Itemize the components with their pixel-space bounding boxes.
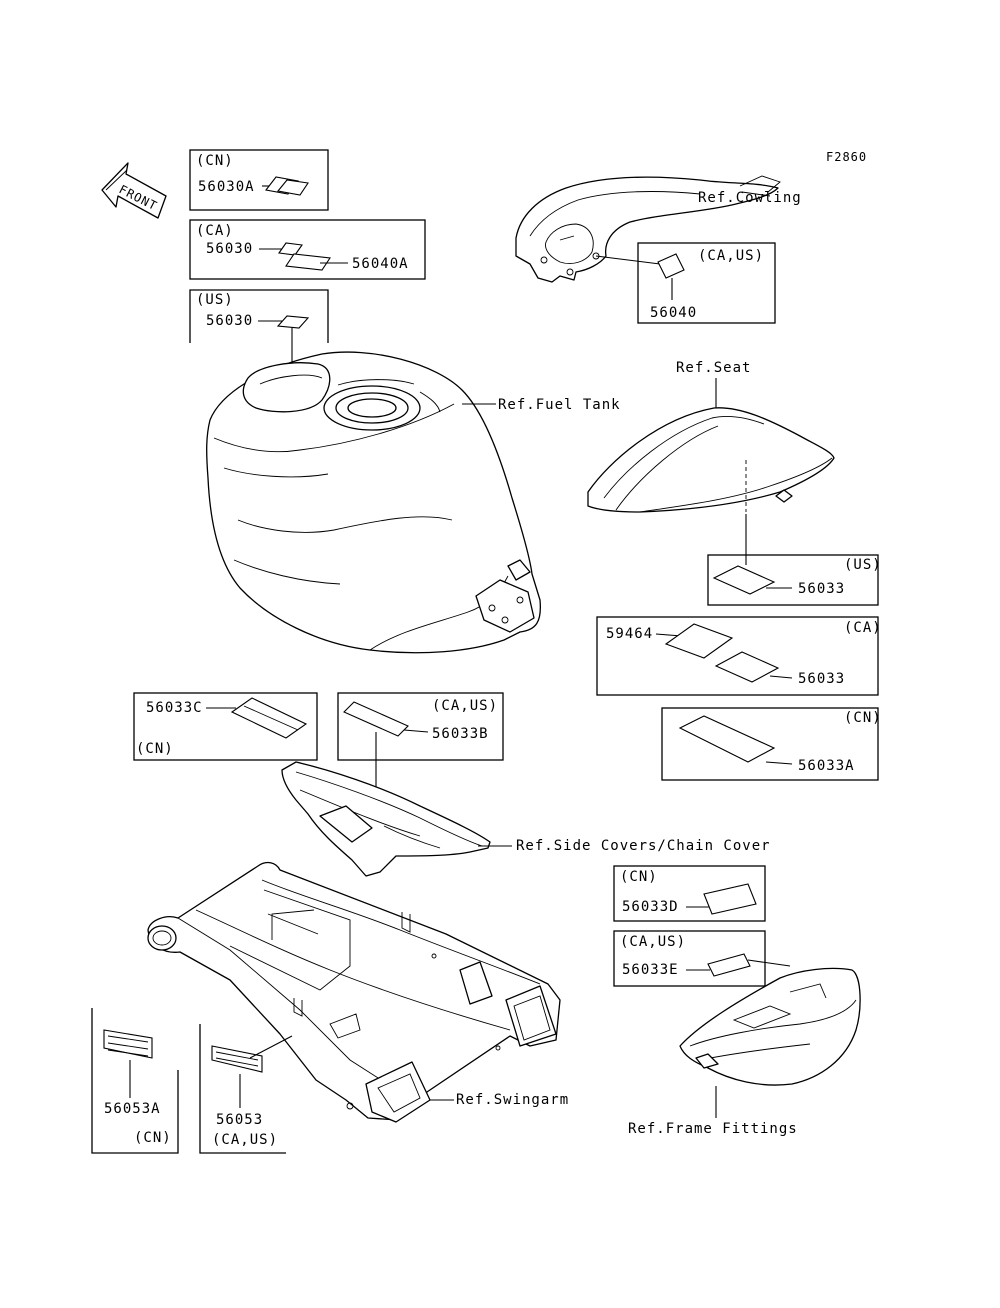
- part-number: 59464: [606, 626, 653, 642]
- callout-caus-56040: (CA,US) 56040: [637, 242, 776, 324]
- part-number: 56040: [650, 305, 697, 321]
- region-label: (CA,US): [620, 934, 686, 950]
- part-number: 56053: [216, 1112, 263, 1128]
- callout-seat-us: (US) 56033: [707, 554, 882, 606]
- ref-seat: Ref.Seat: [676, 360, 751, 376]
- region-label: (CA): [196, 223, 234, 239]
- callout-ca-56030: (CA) 56030 56040A: [189, 219, 426, 280]
- figure-code: F2860: [826, 150, 867, 164]
- part-number: 56030A: [198, 179, 255, 195]
- region-label: (US): [844, 557, 882, 573]
- ref-swingarm: Ref.Swingarm: [456, 1092, 569, 1108]
- callout-seat-cn: (CN) 56033A: [661, 707, 882, 781]
- front-arrow-icon: FRONT: [101, 162, 167, 219]
- region-label: (CN): [196, 153, 234, 169]
- side-cover: [281, 761, 491, 877]
- swingarm: [147, 861, 561, 1123]
- part-number: 56053A: [104, 1101, 161, 1117]
- part-number: 56030: [206, 313, 253, 329]
- part-number: 56033D: [622, 899, 679, 915]
- region-label: (CA): [844, 620, 882, 636]
- region-label: (CN): [134, 1130, 172, 1146]
- ref-side-covers: Ref.Side Covers/Chain Cover: [516, 838, 771, 854]
- part-number: 56033: [798, 671, 845, 687]
- part-number: 56033C: [146, 700, 203, 716]
- part-number: 56033E: [622, 962, 679, 978]
- part-number: 56033A: [798, 758, 855, 774]
- cowling: [515, 175, 781, 283]
- seat: [587, 407, 835, 513]
- callout-cover-cn: 56033C (CN): [133, 692, 318, 761]
- frame-fittings: [679, 967, 861, 1086]
- region-label: (CN): [620, 869, 658, 885]
- callout-cn-56030a: (CN) 56030A: [189, 149, 329, 211]
- region-label: (CA,US): [698, 248, 764, 264]
- callout-frame-caus: (CA,US) 56033E: [613, 930, 791, 987]
- callout-swing-caus: 56053 (CA,US): [199, 1024, 293, 1154]
- ref-fuel-tank: Ref.Fuel Tank: [498, 397, 621, 413]
- region-label: (CN): [136, 741, 174, 757]
- region-label: (CN): [844, 710, 882, 726]
- callout-seat-ca: (CA) 59464 56033: [596, 616, 882, 696]
- callout-frame-cn: (CN) 56033D: [613, 865, 766, 922]
- part-number: 56033B: [432, 726, 489, 742]
- region-label: (CA,US): [432, 698, 498, 714]
- part-number: 56040A: [352, 256, 409, 272]
- callout-cover-caus: (CA,US) 56033B: [337, 692, 504, 808]
- region-label: (CA,US): [212, 1132, 278, 1148]
- region-label: (US): [196, 292, 234, 308]
- ref-cowling: Ref.Cowling: [698, 190, 802, 206]
- part-number: 56033: [798, 581, 845, 597]
- part-number: 56030: [206, 241, 253, 257]
- callout-swing-cn: 56053A (CN): [91, 1008, 179, 1154]
- fuel-tank: [206, 351, 542, 654]
- ref-frame-fittings: Ref.Frame Fittings: [628, 1121, 798, 1137]
